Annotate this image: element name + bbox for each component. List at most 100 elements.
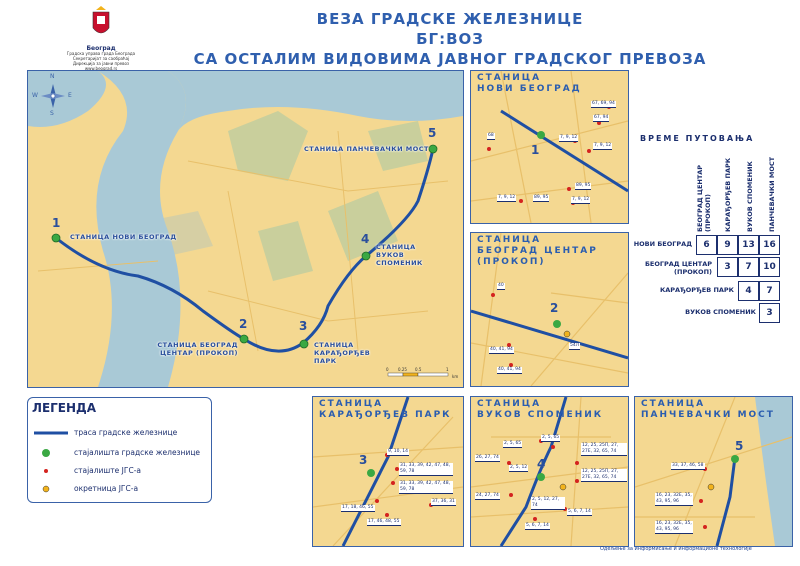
station-number: 4 (537, 457, 546, 471)
time-cell: 3 (717, 257, 738, 277)
inset-title-line: СТАНИЦА (477, 235, 542, 245)
station-number: 1 (52, 216, 61, 230)
line-tag: 16, 23, 32Е, 35, 43, 95, 96 (655, 521, 693, 534)
row-label: БЕОГРАД ЦЕНТАР (ПРОКОП) (644, 260, 712, 276)
legend-item-rail: траса градске железнице (74, 428, 178, 437)
inset-beograd-centar[interactable]: СТАНИЦА БЕОГРАД ЦЕНТАР (ПРОКОП) 2 40 40,… (470, 232, 629, 387)
line-tag: 2, 5, 65 (541, 435, 561, 442)
footer-credit: Одељење за информисање и информационе те… (600, 546, 752, 552)
line-tag: 7, 9, 12 (559, 135, 579, 142)
turnaround-marker[interactable] (559, 483, 567, 491)
line-tag: 2, 5, 65 (503, 441, 523, 448)
line-tag: 17, 46, 48, 55 (367, 519, 401, 526)
column-header: ВУКОВ СПОМЕНИК (746, 161, 754, 232)
station-4-marker[interactable] (361, 251, 371, 261)
inset-title: СТАНИЦА ПАНЧЕВАЧКИ МОСТ (641, 399, 775, 421)
city-logo: Београд Градска управа града Београда Се… (56, 6, 146, 71)
title-line-1: ВЕЗА ГРАДСКЕ ЖЕЛЕЗНИЦЕ (316, 10, 584, 28)
legend-item-turnaround: окретница ЈГС-а (74, 484, 139, 493)
time-cell: 3 (759, 303, 780, 323)
compass-e: E (68, 92, 72, 99)
column-header: КАРАЂОРЂЕВ ПАРК (724, 157, 732, 232)
station-number: 1 (531, 143, 540, 157)
inset-title: СТАНИЦА НОВИ БЕОГРАД (477, 73, 582, 95)
inset-title: СТАНИЦА БЕОГРАД ЦЕНТАР (ПРОКОП) (477, 235, 598, 268)
title-line-3: СА ОСТАЛИМ ВИДОВИМА ЈАВНОГ ГРАДСКОГ ПРЕВ… (193, 50, 707, 68)
inset-vukov-spomenik[interactable]: СТАНИЦА ВУКОВ СПОМЕНИК 4 2, 5, 65 2, 5, … (470, 396, 629, 547)
line-tag: 68 (487, 133, 495, 140)
inset-pancevacki-most[interactable]: СТАНИЦА ПАНЧЕВАЧКИ МОСТ 5 33, 37, 46, 58… (634, 396, 793, 547)
inset-title-line: ВУКОВ СПОМЕНИК (477, 410, 604, 420)
line-tag: 67, 94 (593, 115, 610, 122)
coat-of-arms-icon (92, 6, 110, 34)
compass-rose-icon (41, 84, 65, 108)
station-label: СТАНИЦА КАРАЂОРЂЕВ ПАРК (314, 341, 371, 365)
sava-river (96, 71, 186, 387)
inset-novi-beograd[interactable]: СТАНИЦА НОВИ БЕОГРАД 1 67, 69, 94 67, 94… (470, 70, 629, 224)
logo-line: www.beograd.rs (84, 66, 118, 71)
river-branch (28, 71, 106, 127)
line-tag: 9, 10, 14 (387, 449, 410, 456)
station-marker[interactable] (367, 469, 375, 477)
inset-title-line: НОВИ БЕОГРАД (477, 84, 582, 94)
legend-item-station: стајалишта градске железнице (74, 448, 201, 457)
line-tag: 16, 23, 32Е, 35, 43, 95, 96 (655, 493, 693, 506)
scale-tick: 1 (446, 367, 449, 372)
time-cell: 16 (759, 235, 780, 255)
inset-canvas (635, 397, 792, 546)
station-marker[interactable] (731, 455, 739, 463)
logo-line: Секретаријат за саобраћај (72, 56, 130, 61)
main-map[interactable]: N S E W 0 0.25 0.5 1 km 1 2 3 4 5 СТАНИЦ… (27, 70, 464, 388)
park-area (228, 111, 308, 181)
inset-title-line: (ПРОКОП) (477, 257, 546, 267)
line-tag: 12, 25, 25П, 27, 27Е, 32, 65, 74 (581, 469, 627, 482)
line-tag: 26, 27, 74 (475, 455, 500, 462)
inset-title-line: СТАНИЦА (641, 399, 706, 409)
row-label: КАРАЂОРЂЕВ ПАРК (659, 286, 734, 294)
inset-title: СТАНИЦА КАРАЂОРЂЕВ ПАРК (319, 399, 452, 421)
line-tag: 89, 95 (533, 195, 550, 202)
station-marker[interactable] (537, 131, 545, 139)
title-line-2: БГ:ВОЗ (416, 30, 484, 48)
station-number: 2 (239, 317, 248, 331)
station-5-marker[interactable] (428, 144, 438, 154)
line-tag: 7, 9, 12 (497, 195, 517, 202)
station-number: 4 (361, 232, 370, 246)
inset-karadjordjev-park[interactable]: СТАНИЦА КАРАЂОРЂЕВ ПАРК 3 9, 10, 14 31, … (312, 396, 464, 547)
line-tag: 2, 5, 12, 27, 74 (531, 497, 565, 510)
station-label: СТАНИЦА ПАНЧЕВАЧКИ МОСТ (304, 145, 429, 153)
station-marker[interactable] (537, 473, 545, 481)
column-header: БЕОГРАД ЦЕНТАР (ПРОКОП) (696, 164, 712, 232)
inset-canvas (313, 397, 463, 546)
time-cell: 4 (738, 281, 759, 301)
compass-s: S (50, 110, 54, 117)
turnaround-marker[interactable] (563, 330, 571, 338)
park-area (258, 221, 313, 281)
legend-title: ЛЕГЕНДА (32, 401, 97, 415)
line-tag: 7, 9, 12 (593, 143, 613, 150)
station-2-marker[interactable] (239, 334, 249, 344)
scale-tick: 0 (386, 367, 389, 372)
line-tag: 5, 6, 7, 14 (567, 509, 592, 516)
inset-title-line: СТАНИЦА (319, 399, 384, 409)
main-map-canvas (28, 71, 463, 387)
station-3-marker[interactable] (299, 339, 309, 349)
line-tag: 7, 9, 12 (571, 197, 591, 204)
station-number: 3 (299, 319, 308, 333)
logo-name: Београд (86, 45, 116, 52)
station-number: 2 (550, 301, 559, 315)
station-marker[interactable] (553, 320, 561, 328)
scale-unit: km (452, 374, 459, 379)
time-cell: 7 (738, 257, 759, 277)
station-number: 3 (359, 453, 368, 467)
station-label: СТАНИЦА НОВИ БЕОГРАД (70, 233, 177, 241)
line-tag: 33, 37, 46, 58 (671, 463, 705, 470)
legend: ЛЕГЕНДА траса градске железнице стајалиш… (27, 397, 212, 503)
line-tag: 54Л (569, 343, 581, 350)
station-1-marker[interactable] (51, 233, 61, 243)
logo-line: Дирекција за јавни превоз (72, 61, 130, 66)
turnaround-marker[interactable] (707, 483, 715, 491)
rail-line (715, 456, 737, 546)
station-number: 5 (428, 126, 437, 140)
line-tag: 40 (497, 283, 505, 290)
